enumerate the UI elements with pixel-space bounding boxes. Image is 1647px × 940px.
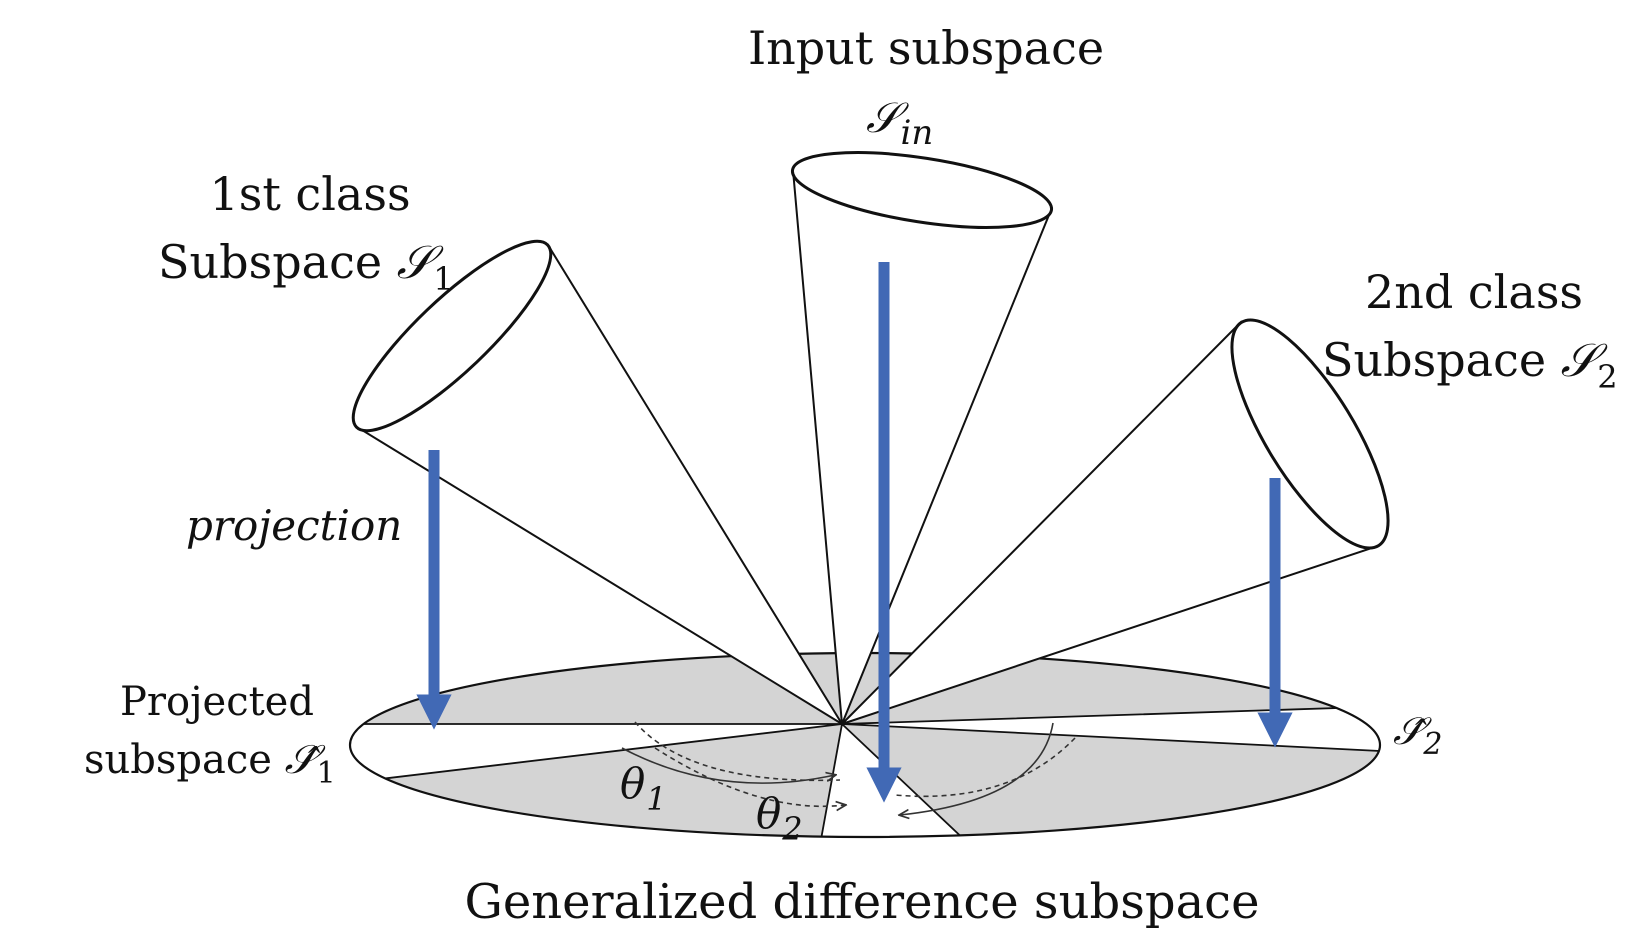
class2-cone [841, 318, 1390, 725]
diagram-caption: Generalized difference subspace [465, 874, 1260, 930]
class1-title-line1: 1st class [209, 167, 410, 221]
theta-arc-right [900, 722, 1054, 815]
projection-label: projection [186, 501, 402, 550]
class2-subspace-label: 2nd class Subspace 𝒮2 [1322, 265, 1618, 396]
projected-subspace-1-wedge [350, 723, 843, 787]
projected-title-line1: Projected [120, 679, 314, 725]
projection-arrows [416, 262, 1293, 803]
projected-subspace-2-label: 𝒮̂2 [1393, 709, 1443, 762]
input-subspace-title: Input subspace [748, 21, 1104, 75]
projected-title-line2: subspace 𝒮̂1 [84, 737, 336, 791]
input-subspace-symbol: 𝒮in [866, 93, 933, 153]
theta1-arc-dashed [634, 721, 841, 782]
input-cone [790, 151, 1054, 725]
theta-arc-right-dashed [894, 737, 1076, 798]
theta1-label: θ1 [620, 759, 667, 818]
theta2-label: θ2 [756, 789, 803, 848]
class1-subspace-label: 1st class Subspace 𝒮1 [158, 167, 454, 298]
class1-title-line2: Subspace 𝒮1 [158, 235, 454, 298]
class1-cone [351, 239, 843, 725]
class2-title-line2: Subspace 𝒮2 [1322, 333, 1618, 396]
difference-plane [348, 651, 1382, 839]
class2-title-line1: 2nd class [1365, 265, 1583, 319]
angle-arcs [621, 721, 1076, 815]
projected-subspace-label: Projected subspace 𝒮̂1 [84, 679, 336, 791]
theta2-arc-dashed [654, 747, 845, 806]
theta1-arc [621, 747, 835, 784]
input-subspace-label: Input subspace 𝒮in [748, 21, 1104, 153]
